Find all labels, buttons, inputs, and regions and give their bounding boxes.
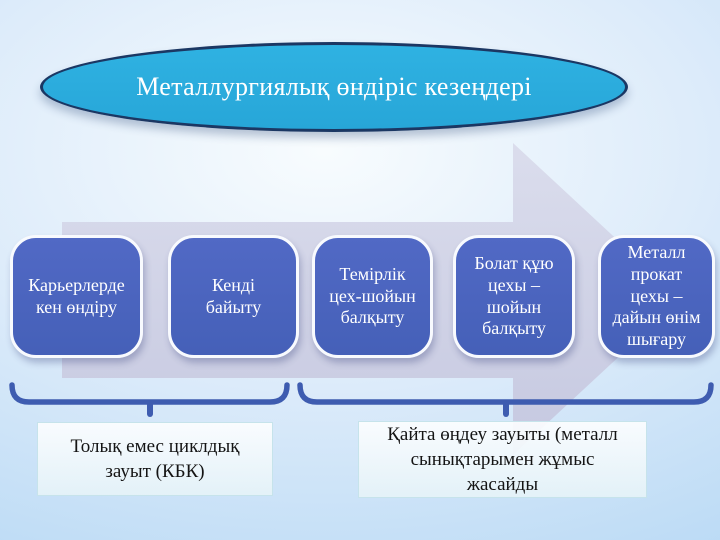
stage-box-4: Болат құю цехы – шойын балқыту bbox=[453, 235, 575, 358]
stage-box-1: Карьерлерде кен өндіру bbox=[10, 235, 143, 358]
note-box-right: Қайта өңдеу зауыты (металл сынықтарымен … bbox=[358, 421, 647, 498]
stage-label-5: Металл прокат цехы – дайын өнім шығару bbox=[612, 241, 701, 350]
slide-title-ellipse: Металлургиялық өндіріс кезеңдері bbox=[40, 42, 628, 132]
stage-label-4: Болат құю цехы – шойын балқыту bbox=[474, 252, 554, 339]
stage-box-5: Металл прокат цехы – дайын өнім шығару bbox=[598, 235, 715, 358]
note-label-left: Толық емес циклдық зауыт (КБК) bbox=[70, 435, 240, 482]
right-bracket bbox=[297, 382, 714, 405]
stage-label-2: Кенді байыту bbox=[205, 274, 262, 317]
slide-title: Металлургиялық өндіріс кезеңдері bbox=[136, 72, 532, 101]
note-label-right: Қайта өңдеу зауыты (металл сынықтарымен … bbox=[387, 423, 618, 496]
stage-box-3: Темірлік цех-шойын балқыту bbox=[312, 235, 433, 358]
stage-label-1: Карьерлерде кен өндіру bbox=[28, 274, 125, 317]
note-box-left: Толық емес циклдық зауыт (КБК) bbox=[37, 422, 273, 496]
stage-label-3: Темірлік цех-шойын балқыту bbox=[329, 263, 416, 328]
left-bracket bbox=[9, 382, 290, 405]
stage-box-2: Кенді байыту bbox=[168, 235, 299, 358]
